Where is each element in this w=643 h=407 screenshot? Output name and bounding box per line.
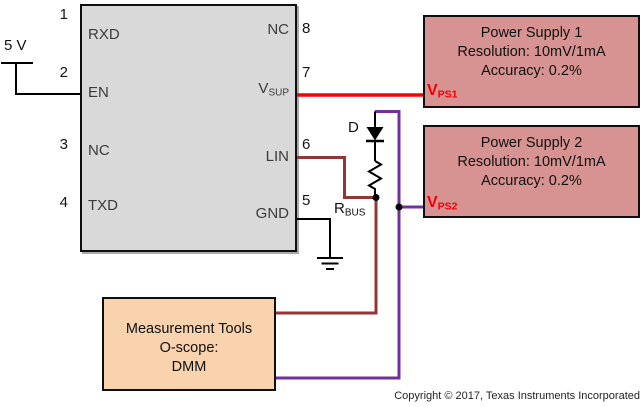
diode-triangle <box>366 127 384 141</box>
vps2-terminal-sub: PS2 <box>437 200 458 213</box>
measurement-dmm-label: DMM <box>171 359 207 375</box>
power-supply-1-title: Power Supply 1 <box>480 25 583 41</box>
vps1-terminal-text: V <box>427 82 438 99</box>
diode-label: D <box>348 119 359 136</box>
power-supply-2-resolution: Resolution: 10mV/1mA <box>457 154 606 170</box>
power-supply-2-title: Power Supply 2 <box>480 135 583 151</box>
copyright-text: Copyright © 2017, Texas Instruments Inco… <box>394 390 640 402</box>
5v-rail-symbol <box>1 62 80 95</box>
pin-label-txd: TXD <box>88 197 118 214</box>
pin-label-sub: SUP <box>268 87 289 99</box>
ic-body <box>80 4 297 252</box>
pin-label-lin: LIN <box>180 148 289 167</box>
rbus-label-text: R <box>334 200 345 217</box>
vps2-terminal-label: VPS2 <box>427 194 458 213</box>
vps1-terminal-label: VPS1 <box>427 82 458 101</box>
rbus-label-sub: BUS <box>344 207 366 219</box>
measurement-oscope-label: O-scope: <box>159 340 219 356</box>
resistor-zigzag <box>367 160 383 197</box>
pin-label-text: LIN <box>265 148 289 165</box>
vps2-terminal-text: V <box>427 194 438 211</box>
pin-number-8: 8 <box>302 20 311 37</box>
power-supply-1-resolution: Resolution: 10mV/1mA <box>457 44 606 60</box>
supply-5v-label: 5 V <box>4 37 27 54</box>
pin-number-6: 6 <box>302 136 311 153</box>
pin-label-nc-left: NC <box>88 142 110 159</box>
junction-dot-rbus <box>372 194 380 201</box>
ps2-wire <box>276 110 423 380</box>
pin-label-rxd: RXD <box>88 26 120 43</box>
pin-label-text: NC <box>267 21 289 38</box>
power-supply-1-box: Power Supply 1 Resolution: 10mV/1mA Accu… <box>423 15 640 108</box>
ground-symbol <box>317 257 343 270</box>
pin-label-text: GND <box>255 205 289 222</box>
power-supply-1-accuracy: Accuracy: 0.2% <box>481 63 582 79</box>
vps1-terminal-sub: PS1 <box>437 88 458 101</box>
pin-label-en: EN <box>88 84 109 101</box>
pin-number-5: 5 <box>302 192 311 209</box>
measurement-tools-title: Measurement Tools <box>125 321 253 337</box>
power-supply-2-accuracy: Accuracy: 0.2% <box>481 173 582 189</box>
pin-label-text: V <box>258 80 269 97</box>
power-supply-2-box: Power Supply 2 Resolution: 10mV/1mA Accu… <box>423 125 640 218</box>
pin-label-gnd: GND <box>180 205 289 224</box>
junction-dot-vps2 <box>395 203 403 211</box>
gnd-wire <box>297 218 331 257</box>
pin-number-1: 1 <box>59 6 68 23</box>
pin-label-nc-right: NC <box>180 21 289 40</box>
pin-number-2: 2 <box>59 64 68 81</box>
rbus-label: RBUS <box>334 200 365 219</box>
pin-number-3: 3 <box>59 136 68 153</box>
pin-label-vsup: VSUP <box>180 80 289 99</box>
pin-number-4: 4 <box>59 194 68 211</box>
measurement-tools-box: Measurement Tools O-scope: DMM <box>102 297 276 391</box>
pin-number-7: 7 <box>302 64 311 81</box>
